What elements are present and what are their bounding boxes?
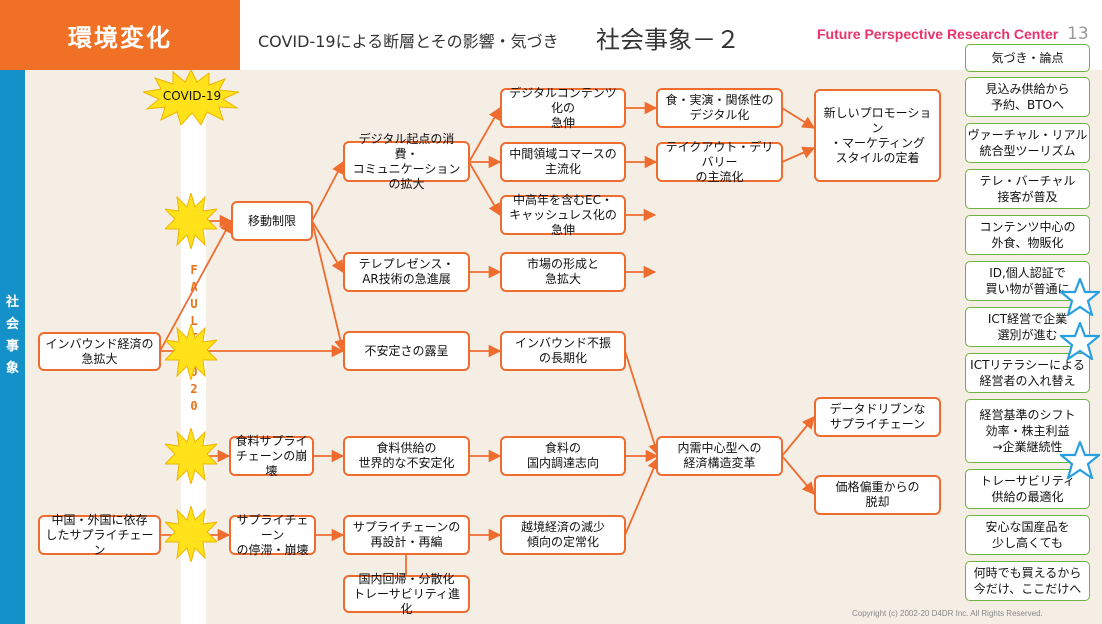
node-food-chain-collapse: 食料サプライ チェーンの崩壊 [229,434,314,478]
brand-logo: Future Perspective Research Center [817,26,1059,42]
star-icon [1060,278,1100,316]
insight-item: 何時でも買えるから 今だけ、ここだけへ [965,561,1090,601]
insight-item: 経営基準のシフト 効率・株主利益 →企業継続性 [965,399,1090,463]
node-price-shift: 価格偏重からの 脱却 [814,475,941,515]
stacked-char: 0 [190,399,198,413]
node-senior-ec: 中高年を含むEC・ キャッシュレス化の急伸 [500,193,626,237]
node-takeout: テイクアウト・デリバリー の主流化 [656,140,783,184]
node-china-dependency: 中国・外国に依存 したサプライチェーン [38,513,161,557]
stacked-char: 象 [5,361,19,376]
insight-item: ICTリテラシーによる 経営者の入れ替え [965,353,1090,393]
section-title: 社会事象－２ [596,26,740,54]
covid-label: COVID-19 [162,89,222,103]
node-movement-restriction: 移動制限 [231,201,313,241]
node-food-domestic: 食料の 国内調達志向 [500,436,626,476]
fault-burst-icon [165,193,217,249]
node-domestic-return: 国内回帰・分散化 トレーサビリティ進化 [343,572,470,616]
node-telepresence: テレプレゼンス・ AR技術の急進展 [343,252,470,292]
fault-burst-icon [165,506,217,562]
stacked-char: 2 [190,382,198,396]
header: 環境変化 COVID-19による断層とその影響・気づき 社会事象－２ Futur… [0,0,1102,70]
page-number: 13 [1067,24,1089,44]
node-food-supply: 食料供給の 世界的な不安定化 [343,436,470,476]
copyright-text: Copyright (c) 2002-20 D4DR Inc. All Righ… [852,609,1043,618]
node-data-driven: データドリブンな サプライチェーン [814,397,941,437]
node-digital-content: デジタルコンテンツ化の 急伸 [500,86,626,130]
node-domestic-economy: 内需中心型への 経済構造変革 [656,436,783,476]
stacked-char: A [190,280,198,294]
left-category-bar [0,70,25,624]
insight-item: ヴァーチャル・リアル 統合型ツーリズム [965,123,1090,163]
node-food-digital: 食・実演・関係性の デジタル化 [656,88,783,128]
stacked-char: 事 [5,339,19,354]
node-crossborder-decline: 越境経済の減少 傾向の定常化 [500,515,626,555]
star-icon [1060,322,1100,360]
fault-burst-icon [165,428,217,484]
stacked-char: 会 [5,317,19,332]
node-inbound-economy: インバウンド経済の 急拡大 [38,332,161,371]
stacked-char: 社 [5,295,19,310]
node-instability: 不安定さの露呈 [343,331,470,371]
insight-item: 見込み供給から 予約、BTOへ [965,77,1090,117]
insight-item: コンテンツ中心の 外食、物販化 [965,215,1090,255]
node-supply-stagnation: サプライチェーン の停滞・崩壊 [229,513,316,557]
covid-burst-icon [143,70,239,125]
node-mid-commerce: 中間領域コマースの 主流化 [500,142,626,182]
insight-item: テレ・バーチャル 接客が普及 [965,169,1090,209]
star-icon [1060,441,1100,479]
insights-heading: 気づき・論点 [965,44,1090,72]
stacked-char: 0 [190,365,198,379]
fault-burst-icon [165,324,217,380]
left-category-label: 社会事象 [0,292,25,380]
insight-item: 安心な国産品を 少し高くても [965,515,1090,555]
node-digital-origin: デジタル起点の消費・ コミュニケーションの拡大 [343,132,470,191]
page-title: 環境変化 [0,0,240,70]
insight-item: トレーサビリティ 供給の最適化 [965,469,1090,509]
stacked-char: F [190,263,198,277]
page-subtitle: COVID-19による断層とその影響・気づき [258,32,559,51]
node-market-formation: 市場の形成と 急拡大 [500,252,626,292]
node-new-promotion: 新しいプロモーション ・マーケティング スタイルの定着 [814,89,941,182]
node-supply-redesign: サプライチェーンの 再設計・再編 [343,515,470,555]
stacked-char: U [190,297,198,311]
node-inbound-slump: インバウンド不振 の長期化 [500,331,626,371]
